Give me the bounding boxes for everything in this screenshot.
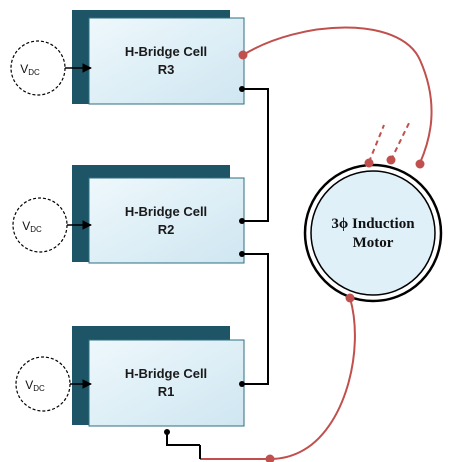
terminal-r1-lower bbox=[164, 429, 170, 435]
series-wiring bbox=[166, 88, 269, 446]
wire-r1-bottom bbox=[166, 432, 200, 446]
phase-terminals bbox=[238, 50, 425, 462]
wire-r2-r1 bbox=[242, 253, 269, 385]
terminal-r2-lower bbox=[239, 251, 245, 257]
terminal-r3-upper bbox=[238, 50, 248, 60]
svg-text:VDC: VDC bbox=[25, 378, 45, 393]
induction-motor: 3ϕ Induction Motor bbox=[303, 163, 443, 303]
cell-r2-front bbox=[88, 177, 245, 264]
hbridge-cell-r1: H-Bridge Cell R1 bbox=[72, 326, 245, 427]
terminal-r3-lower bbox=[239, 86, 245, 92]
motor-inner bbox=[310, 170, 436, 296]
cell-r3-back bbox=[72, 10, 230, 104]
vdc-label-r3: V bbox=[20, 62, 28, 76]
cell-r2-back bbox=[72, 165, 230, 262]
vdc-label-r1: V bbox=[25, 378, 33, 392]
motor-terminal-neutral bbox=[345, 293, 355, 303]
vdc-sub-r3: DC bbox=[28, 68, 40, 77]
cell-r1-front bbox=[88, 339, 245, 427]
vdc-source-r1: VDC bbox=[15, 356, 92, 412]
motor-terminal-a bbox=[364, 158, 374, 168]
wire-r3-motor bbox=[242, 26, 433, 164]
motor-subtitle: Motor bbox=[353, 235, 394, 251]
cell-r3-title: H-Bridge Cell bbox=[125, 44, 207, 59]
cell-r2-title: H-Bridge Cell bbox=[125, 204, 207, 219]
vdc-label-r2: V bbox=[22, 219, 30, 233]
wire-r3-r2 bbox=[242, 88, 269, 222]
cell-r3-front bbox=[88, 17, 245, 105]
phase-lead-dashed-2 bbox=[390, 120, 411, 161]
vdc-source-r3: VDC bbox=[10, 40, 92, 96]
cell-r3-label: R3 bbox=[158, 62, 175, 77]
phase-wiring bbox=[200, 26, 433, 460]
wire-motor-r1 bbox=[269, 297, 356, 460]
vdc-sub-r1: DC bbox=[33, 384, 45, 393]
vdc-sub-r2: DC bbox=[30, 225, 42, 234]
cell-r1-title: H-Bridge Cell bbox=[125, 366, 207, 381]
hbridge-cell-r2: H-Bridge Cell R2 bbox=[72, 165, 245, 264]
hbridge-cell-r3: H-Bridge Cell R3 bbox=[72, 10, 245, 105]
terminal-dots bbox=[164, 86, 245, 435]
vdc-source-r2: VDC bbox=[12, 197, 92, 253]
motor-terminal-b bbox=[386, 155, 396, 165]
cell-r1-back bbox=[72, 326, 230, 425]
motor-title: 3ϕ Induction bbox=[331, 216, 415, 232]
svg-text:VDC: VDC bbox=[20, 62, 40, 77]
phase-lead-dashed-1 bbox=[368, 124, 385, 163]
cell-r2-label: R2 bbox=[158, 222, 175, 237]
return-terminal bbox=[265, 454, 275, 462]
cell-r1-label: R1 bbox=[158, 384, 175, 399]
svg-text:VDC: VDC bbox=[22, 219, 42, 234]
terminal-r2-upper bbox=[239, 218, 245, 224]
terminal-r1-upper bbox=[239, 381, 245, 387]
motor-terminal-c bbox=[415, 159, 425, 169]
